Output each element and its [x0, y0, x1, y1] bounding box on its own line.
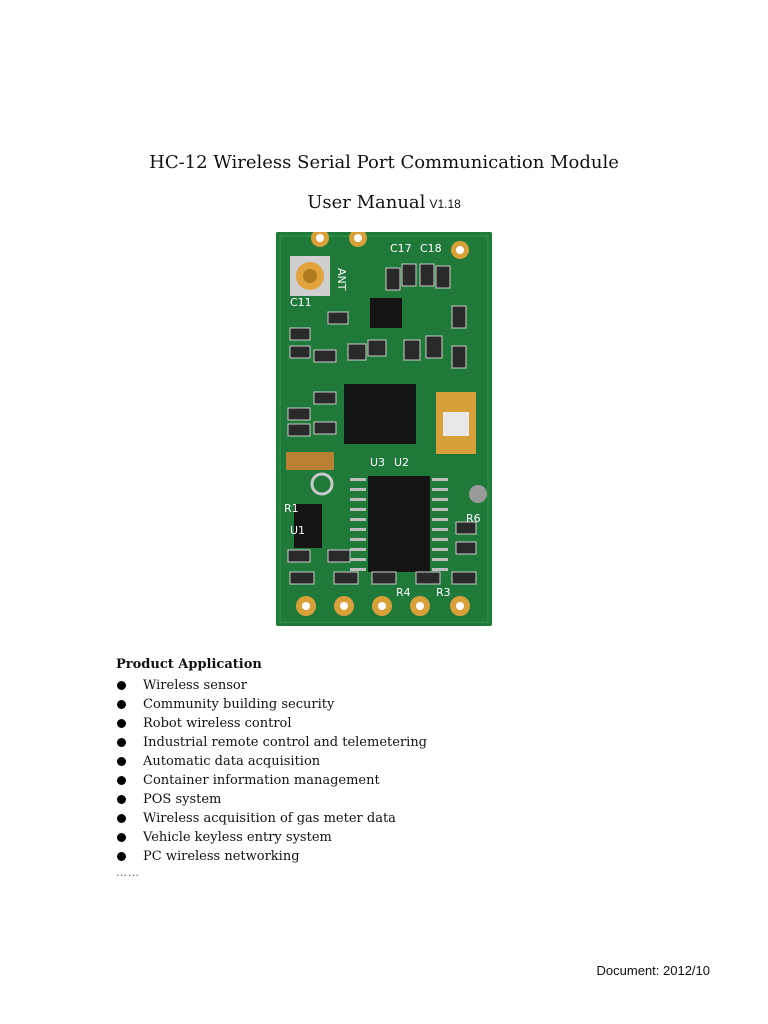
- bullet-icon: [117, 681, 126, 690]
- list-item-label: Robot wireless control: [143, 716, 292, 731]
- silk-u3: U3: [370, 456, 385, 469]
- hc12-module-photo: ANT C17 C18 C11 U3 U2 R1 R6 R4 R3 U1: [276, 229, 492, 626]
- bullet-icon: [117, 833, 126, 842]
- document-date: Document: 2012/10: [596, 963, 710, 978]
- bullet-icon: [117, 795, 126, 804]
- list-item: POS system: [116, 790, 427, 809]
- list-item: Industrial remote control and telemeteri…: [116, 733, 427, 752]
- silk-r4: R4: [396, 586, 411, 599]
- list-item-label: Wireless acquisition of gas meter data: [143, 811, 396, 826]
- silk-c17: C17: [390, 242, 412, 255]
- list-item-label: Community building security: [143, 697, 335, 712]
- version-label: V1.18: [429, 197, 461, 211]
- list-item: Wireless acquisition of gas meter data: [116, 809, 427, 828]
- list-item: Vehicle keyless entry system: [116, 828, 427, 847]
- list-item-label: Automatic data acquisition: [143, 754, 321, 769]
- bullet-icon: [117, 776, 126, 785]
- silk-u1: U1: [290, 524, 305, 537]
- silk-u2: U2: [394, 456, 409, 469]
- pcb-illustration: ANT C17 C18 C11 U3 U2 R1 R6 R4 R3 U1: [276, 229, 492, 626]
- list-item-label: POS system: [143, 792, 222, 807]
- list-item-label: PC wireless networking: [143, 849, 300, 864]
- list-item: Automatic data acquisition: [116, 752, 427, 771]
- silk-ant: ANT: [335, 268, 348, 291]
- list-item: Wireless sensor: [116, 676, 427, 695]
- bullet-icon: [117, 719, 126, 728]
- bullet-icon: [117, 814, 126, 823]
- list-item-label: Wireless sensor: [143, 678, 247, 693]
- list-item: Community building security: [116, 695, 427, 714]
- product-application-heading: Product Application: [116, 657, 262, 672]
- bullet-icon: [117, 757, 126, 766]
- silk-r3: R3: [436, 586, 451, 599]
- list-item: PC wireless networking: [116, 847, 427, 866]
- silk-r1: R1: [284, 502, 299, 515]
- bullet-icon: [117, 852, 126, 861]
- list-item-label: Industrial remote control and telemeteri…: [143, 735, 428, 750]
- silk-r6: R6: [466, 512, 481, 525]
- silk-c18: C18: [420, 242, 442, 255]
- bullet-icon: [117, 738, 126, 747]
- list-item: Container information management: [116, 771, 427, 790]
- list-item-label: Container information management: [143, 773, 380, 788]
- list-item-label: Vehicle keyless entry system: [143, 830, 332, 845]
- document-title: HC-12 Wireless Serial Port Communication…: [149, 152, 619, 173]
- application-list: Wireless sensor Community building secur…: [116, 676, 427, 866]
- silk-c11: C11: [290, 296, 312, 309]
- list-ellipsis: ……: [116, 866, 140, 879]
- bullet-icon: [117, 700, 126, 709]
- subtitle-text: User Manual: [307, 192, 426, 213]
- list-item: Robot wireless control: [116, 714, 427, 733]
